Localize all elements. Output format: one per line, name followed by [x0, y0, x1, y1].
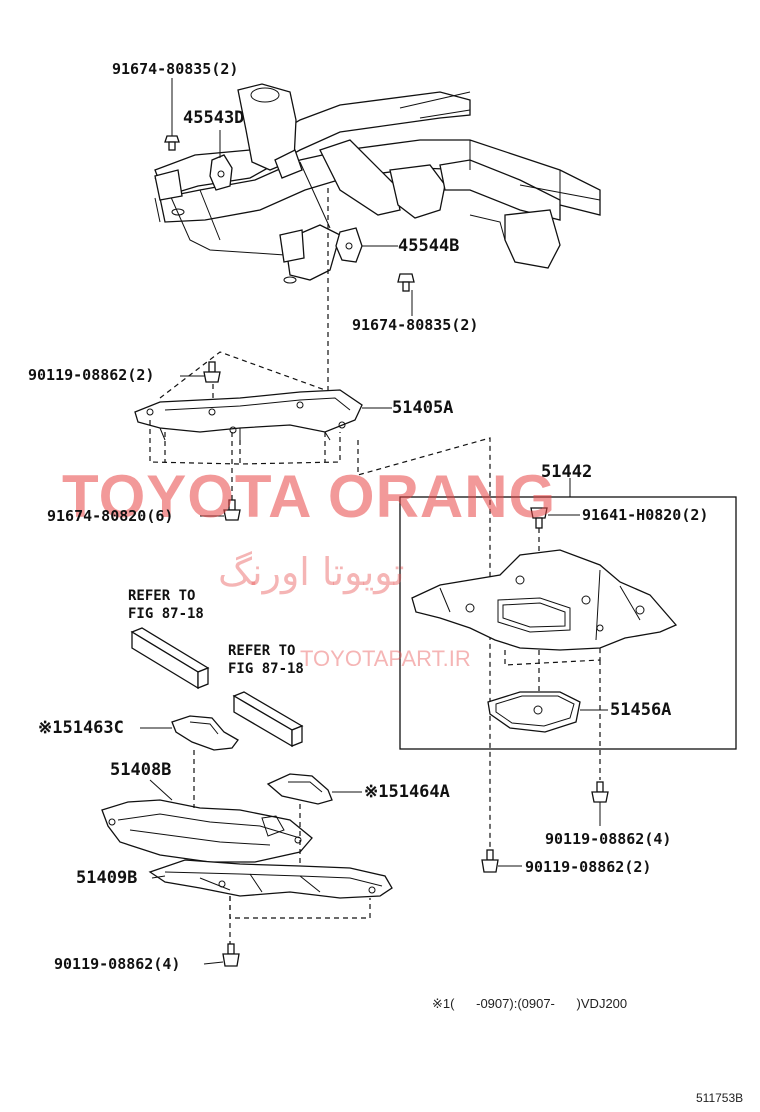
bolt-icon — [164, 135, 180, 151]
bolt-icon — [397, 273, 415, 292]
watermark-persian: تویوتا اورنگ — [218, 550, 405, 594]
bracket-45544b — [335, 227, 363, 263]
label-bolt-bottom-4: 90119-08862(4) — [54, 955, 181, 973]
footnote: ※1( -0907):(0907- )VDJ200 — [432, 996, 628, 1011]
label-bolt-h0820: 91641-H0820(2) — [582, 506, 709, 524]
bolt-icon — [223, 499, 241, 521]
part-51464a — [266, 773, 333, 805]
label-bolt-right-2: 90119-08862(2) — [525, 858, 652, 876]
label-bracket-45544b: 45544B — [398, 236, 460, 256]
refer-label-2: REFER TO FIG 87-18 — [228, 643, 304, 677]
part-51408b — [101, 799, 313, 863]
part-51463c — [171, 715, 239, 751]
bolt-icon — [222, 943, 240, 967]
refer-block-1 — [130, 627, 210, 690]
plate-51405a-dashed-outline — [149, 188, 491, 850]
bracket-45543d — [209, 154, 233, 191]
plate-51405a — [134, 389, 363, 442]
part-51409b — [148, 859, 393, 899]
label-bolt-right-4: 90119-08862(4) — [545, 830, 672, 848]
leader-lines — [140, 78, 608, 965]
bolt-icon — [481, 849, 499, 873]
label-bolt-top-right: 91674-80835(2) — [352, 316, 479, 334]
figure-id: 511753B — [696, 1091, 744, 1105]
label-bolt-plate-lower: 91674-80820(6) — [47, 507, 174, 525]
label-part-51463c: ※151463C — [38, 718, 124, 738]
refer-block-2 — [232, 691, 304, 748]
bolt-icon — [591, 781, 609, 803]
cover-51456a — [487, 691, 581, 733]
label-bolt-top-left: 91674-80835(2) — [112, 60, 239, 78]
label-plate-51405a: 51405A — [392, 398, 454, 418]
watermark-brand: TOYOTA ORANG — [62, 463, 557, 530]
assembly-box-51442 — [399, 496, 737, 750]
lower-dashed-lines — [193, 750, 371, 944]
label-part-51409b: 51409B — [76, 868, 138, 888]
skid-plate-dashed-lines — [504, 528, 601, 780]
label-part-51408b: 51408B — [110, 760, 172, 780]
label-cover-51456a: 51456A — [610, 700, 672, 720]
label-part-51464a: ※151464A — [364, 782, 450, 802]
label-assembly-51442: 51442 — [541, 462, 593, 482]
label-bolt-plate-upper: 90119-08862(2) — [28, 366, 155, 384]
skid-plate-51442 — [411, 549, 678, 651]
refer-label-1: REFER TO FIG 87-18 — [128, 588, 204, 622]
label-bracket-45543d: 45543D — [183, 108, 245, 128]
chassis-frame — [154, 83, 601, 284]
bolt-icon — [203, 361, 221, 383]
watermark-url: TOYOTAPART.IR — [300, 646, 471, 671]
